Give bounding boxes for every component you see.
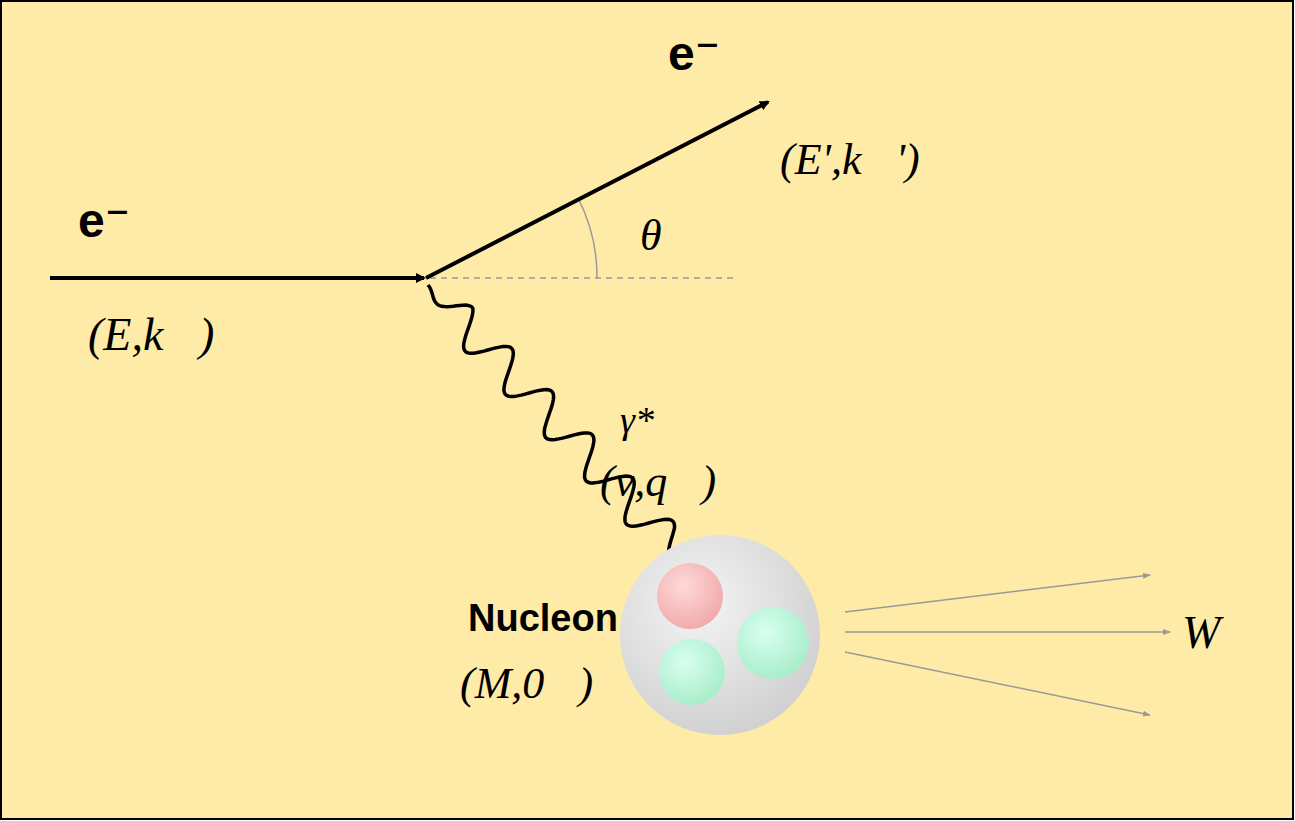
momentum-label: (M,0⃗) [460, 660, 593, 708]
final-state-label: W [1182, 608, 1220, 659]
nucleon-circle [620, 535, 820, 735]
quark [657, 563, 723, 629]
quark [737, 607, 809, 679]
incoming-electron [50, 276, 424, 280]
angle-arc [578, 198, 597, 278]
virtual-photon [428, 285, 690, 566]
outgoing-electron [426, 102, 768, 278]
particle-label: e⁻ [668, 28, 720, 81]
reference-line [430, 277, 735, 279]
quark [659, 639, 725, 705]
momentum-label: (E,k⃗) [88, 310, 214, 361]
hadron-arrow [845, 631, 1170, 633]
nucleon-label: Nucleon [468, 598, 618, 640]
momentum-label: (ν,q⃗) [600, 458, 716, 506]
hadron-arrow [845, 652, 1150, 715]
momentum-label: (E',k⃗') [780, 136, 920, 184]
angle-label: θ [640, 212, 662, 260]
hadron-arrow [845, 575, 1150, 612]
particle-label: e⁻ [78, 195, 130, 248]
photon-label: γ* [620, 400, 654, 442]
